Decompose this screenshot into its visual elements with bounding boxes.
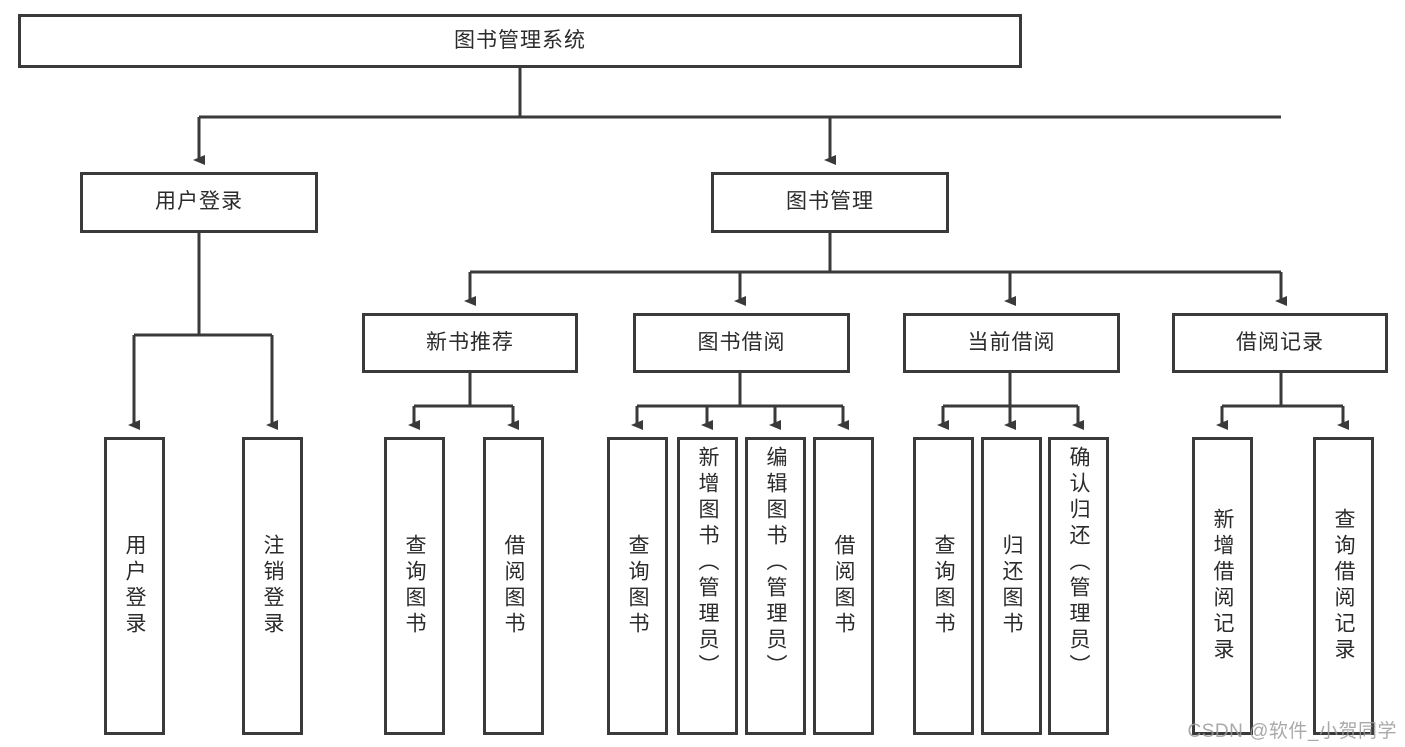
node-leaf-logout-label: 注销登录	[261, 534, 284, 638]
node-leaf-query-book-3[interactable]: 查询图书	[913, 437, 974, 735]
node-leaf-borrow-book-1-label: 借阅图书	[502, 534, 525, 638]
node-leaf-edit-book[interactable]: 编辑图书（管理员）	[745, 437, 806, 735]
node-leaf-query-book-3-label: 查询图书	[932, 534, 955, 638]
node-borrow-record[interactable]: 借阅记录	[1172, 313, 1388, 373]
node-leaf-add-book-label: 新增图书（管理员）	[696, 446, 719, 680]
node-current-borrow[interactable]: 当前借阅	[903, 313, 1120, 373]
node-leaf-confirm-return-label: 确认归还（管理员）	[1067, 446, 1090, 680]
watermark: CSDN @软件_小贺同学	[1187, 721, 1397, 742]
node-leaf-user-login-label: 用户登录	[123, 534, 146, 638]
node-leaf-confirm-return[interactable]: 确认归还（管理员）	[1048, 437, 1109, 735]
node-leaf-edit-book-label: 编辑图书（管理员）	[764, 446, 787, 680]
node-book-manage-label: 图书管理	[786, 190, 874, 214]
node-leaf-add-record-label: 新增借阅记录	[1211, 508, 1234, 664]
node-leaf-return-book[interactable]: 归还图书	[981, 437, 1042, 735]
node-leaf-user-login[interactable]: 用户登录	[104, 437, 165, 735]
node-book-manage[interactable]: 图书管理	[711, 172, 949, 233]
node-book-borrow[interactable]: 图书借阅	[633, 313, 850, 373]
node-user-login-label: 用户登录	[155, 190, 243, 214]
node-leaf-borrow-book-2-label: 借阅图书	[832, 534, 855, 638]
node-leaf-query-book-1-label: 查询图书	[403, 534, 426, 638]
node-leaf-add-book[interactable]: 新增图书（管理员）	[677, 437, 738, 735]
node-leaf-borrow-book-1[interactable]: 借阅图书	[483, 437, 544, 735]
node-leaf-query-book-1[interactable]: 查询图书	[384, 437, 445, 735]
node-user-login[interactable]: 用户登录	[80, 172, 318, 233]
node-borrow-record-label: 借阅记录	[1236, 330, 1324, 354]
node-leaf-return-book-label: 归还图书	[1000, 534, 1023, 638]
node-leaf-borrow-book-2[interactable]: 借阅图书	[813, 437, 874, 735]
node-new-book-recommend[interactable]: 新书推荐	[362, 313, 578, 373]
node-leaf-query-book-2-label: 查询图书	[626, 534, 649, 638]
node-leaf-query-book-2[interactable]: 查询图书	[607, 437, 668, 735]
node-root-label: 图书管理系统	[454, 28, 586, 52]
node-leaf-query-record[interactable]: 查询借阅记录	[1313, 437, 1374, 735]
node-leaf-query-record-label: 查询借阅记录	[1332, 508, 1355, 664]
node-root[interactable]: 图书管理系统	[18, 14, 1022, 68]
node-leaf-logout[interactable]: 注销登录	[242, 437, 303, 735]
node-current-borrow-label: 当前借阅	[967, 330, 1056, 354]
node-new-book-recommend-label: 新书推荐	[426, 330, 514, 354]
node-leaf-add-record[interactable]: 新增借阅记录	[1192, 437, 1253, 735]
node-book-borrow-label: 图书借阅	[697, 330, 786, 354]
